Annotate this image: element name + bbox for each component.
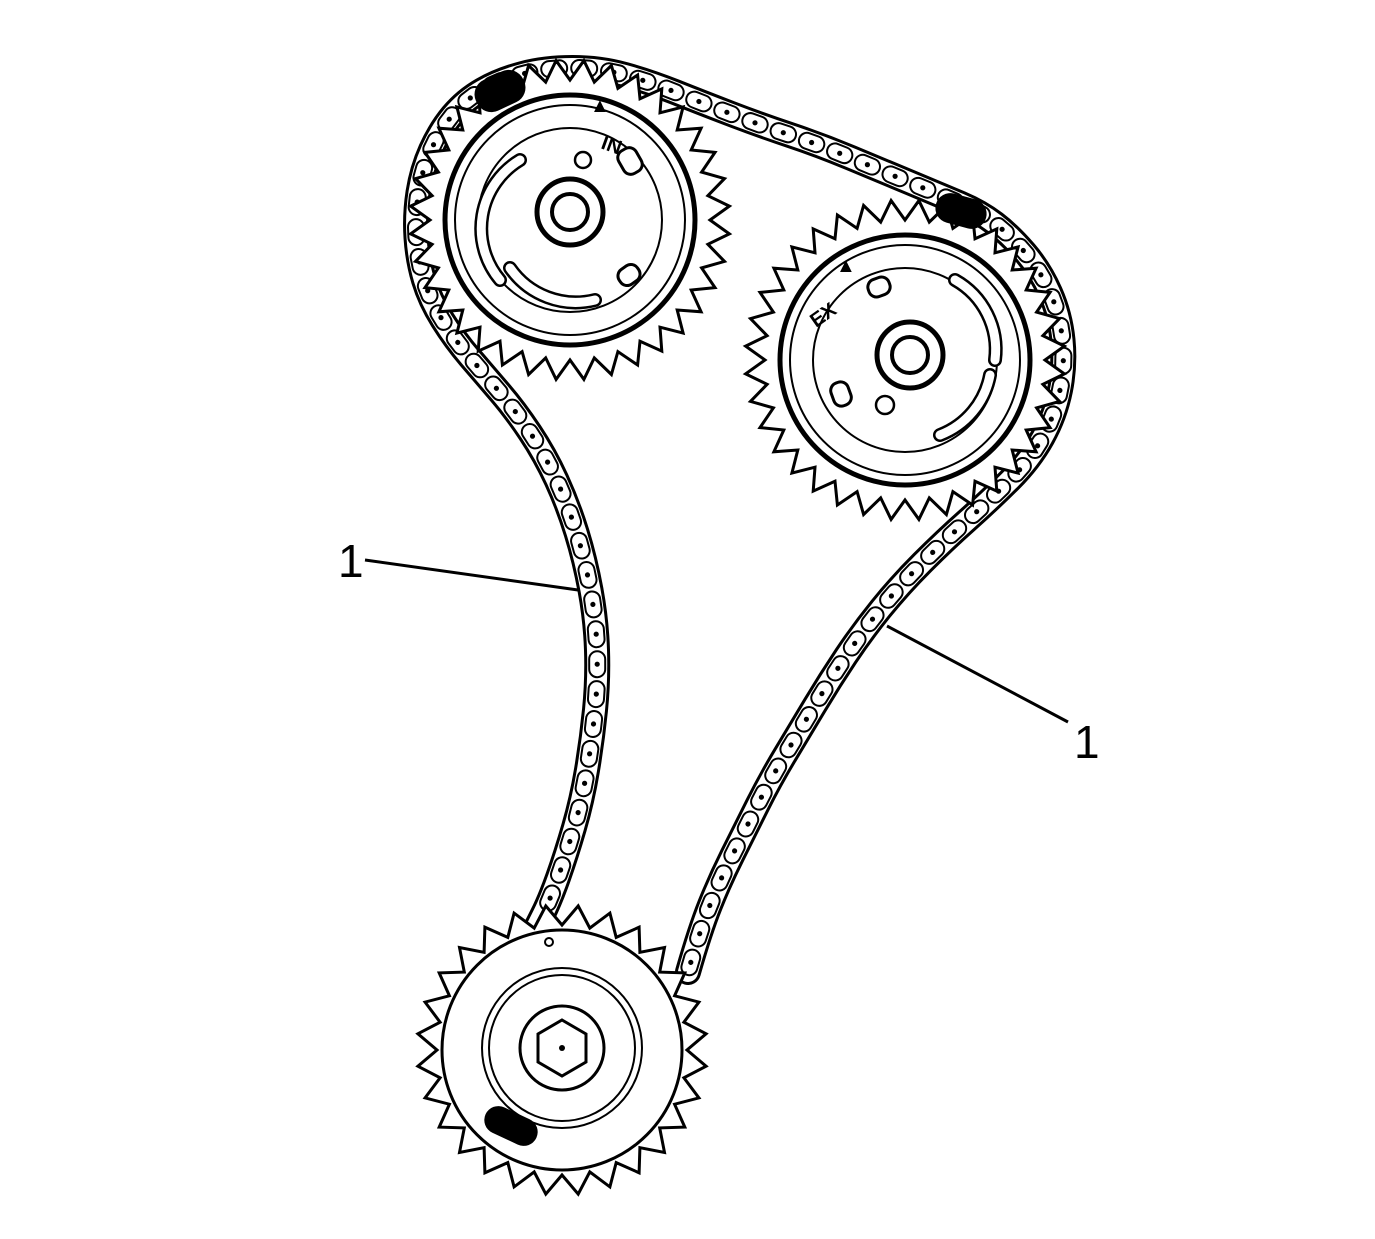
chain-link (860, 606, 885, 633)
chain-link (520, 423, 545, 450)
chain-link (464, 352, 490, 379)
chain-link (536, 448, 559, 476)
crankshaft-sprocket (415, 903, 709, 1197)
chain-link (570, 531, 591, 560)
chain-link (853, 153, 882, 176)
chain-link (698, 891, 721, 920)
chain-link (484, 375, 509, 402)
chain-link (713, 101, 741, 124)
chain-link (710, 864, 733, 892)
exhaust-link-marker (935, 193, 987, 229)
chain-link (559, 827, 581, 856)
chain-link (899, 561, 925, 587)
chain-link (685, 90, 713, 113)
chain-link (741, 112, 769, 134)
svg-text:▲: ▲ (590, 95, 610, 117)
chain-link (586, 680, 606, 709)
chain-link (1051, 316, 1072, 345)
chain-link (909, 176, 937, 199)
chain-link (560, 503, 583, 531)
svg-text:▲: ▲ (836, 255, 856, 277)
chain-link (680, 948, 702, 977)
chain-link (920, 539, 946, 565)
chain-link (577, 561, 598, 589)
intake-cam-sprocket: ▲ IN (407, 57, 733, 383)
chain-link (588, 650, 607, 679)
svg-text:1: 1 (1074, 716, 1100, 768)
svg-text:1: 1 (338, 535, 364, 587)
chain-link (579, 739, 600, 768)
chain-link (879, 583, 904, 609)
chain-link (810, 680, 834, 707)
chain-link (503, 398, 528, 425)
chain-link (549, 475, 572, 503)
chain-link (794, 706, 818, 733)
chain-link (657, 79, 685, 102)
chain-link (723, 837, 746, 865)
chain-link (574, 769, 595, 798)
chain-link (881, 165, 909, 188)
chain-link (549, 856, 572, 884)
chain-link (842, 630, 867, 657)
chain-link (769, 122, 798, 144)
chain-link (779, 731, 803, 759)
callout-right: 1 (886, 624, 1100, 768)
chain-link (797, 131, 826, 154)
chain-link (826, 655, 850, 682)
crank-timing-mark (484, 1106, 538, 1146)
chain-link (586, 620, 606, 649)
chain-link (750, 783, 773, 811)
chain-link (567, 798, 589, 827)
callout-left: 1 (338, 535, 579, 592)
chain-link (736, 810, 760, 838)
chain-link (941, 519, 968, 545)
chain-link (583, 590, 603, 619)
exhaust-cam-sprocket: ▲ EX (742, 197, 1068, 523)
chain-link (689, 919, 711, 948)
chain-link (583, 710, 604, 738)
chain-link (826, 142, 854, 165)
chain-link (445, 329, 470, 356)
chain-link (764, 757, 788, 785)
intake-link-marker (474, 69, 526, 113)
